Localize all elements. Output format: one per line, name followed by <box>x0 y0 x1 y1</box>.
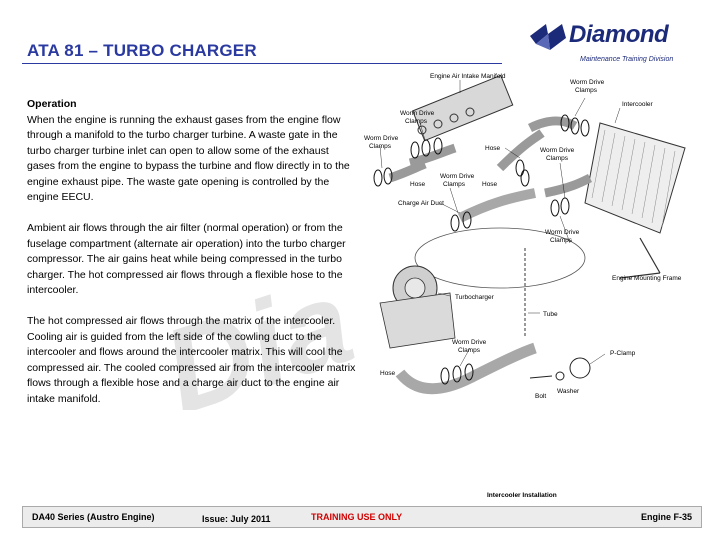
paragraph-ambient-air: Ambient air flows through the air filter… <box>27 222 346 296</box>
label-bolt: Bolt <box>535 393 546 400</box>
paragraph-exhaust: When the engine is running the exhaust g… <box>27 113 350 204</box>
paragraph-intercooler: The hot compressed air flows through the… <box>27 315 356 405</box>
label-washer: Washer <box>557 388 580 395</box>
footer-page-number: Engine F-35 <box>640 512 692 522</box>
label-worm-lower-right-1: Worm Drive <box>545 229 580 236</box>
label-worm-lower-right-2: Clamps <box>550 237 573 244</box>
worm-drive-clamps <box>373 114 590 385</box>
label-worm-upper-1: Worm Drive <box>400 110 435 117</box>
label-p-clamp: P-Clamp <box>610 350 636 357</box>
label-hose-3: Hose <box>482 181 498 188</box>
label-worm-top-right-1: Worm Drive <box>570 79 605 86</box>
label-turbocharger: Turbocharger <box>455 294 495 301</box>
turbocharger <box>379 265 456 349</box>
footer-aircraft-series: DA40 Series (Austro Engine) <box>32 512 155 522</box>
page-title: ATA 81 – TURBO CHARGER <box>27 41 257 60</box>
hoses <box>388 116 593 395</box>
logo-subtitle: Maintenance Training Division <box>580 56 674 63</box>
label-worm-bottom-1: Worm Drive <box>452 339 487 346</box>
diamond-logo: Diamond Maintenance Training Division <box>524 18 704 68</box>
footer-training-notice: TRAINING USE ONLY <box>311 512 403 522</box>
label-intake-manifold: Engine Air Intake Manifold <box>430 73 506 80</box>
operation-text: Operation When the engine is running the… <box>27 97 357 423</box>
label-worm-upper-2: Clamps <box>405 118 428 125</box>
label-worm-center-2: Clamps <box>443 181 466 188</box>
label-worm-left-1: Worm Drive <box>364 135 399 142</box>
label-hose-4: Hose <box>380 370 396 377</box>
label-worm-center-1: Worm Drive <box>440 173 475 180</box>
title-divider <box>22 63 502 64</box>
watermark: Dia <box>148 254 367 410</box>
charge-air-duct-outline <box>414 227 586 289</box>
p-clamp-assembly <box>529 357 591 381</box>
label-engine-mounting-frame: Engine Mounting Frame <box>612 275 682 282</box>
footer-bar: DA40 Series (Austro Engine) Issue: July … <box>22 506 702 528</box>
intake-manifold <box>412 74 514 142</box>
engine-mounting-frame <box>619 237 661 279</box>
label-hose-2: Hose <box>410 181 426 188</box>
logo-text: Diamond <box>569 21 669 48</box>
operation-heading: Operation <box>27 98 77 110</box>
leader-lines <box>379 80 621 367</box>
label-worm-mid-right-1: Worm Drive <box>540 147 575 154</box>
figure-caption: Intercooler Installation <box>487 492 557 499</box>
intercooler-installation-diagram: Engine Air Intake Manifold Worm Drive Cl… <box>364 73 686 400</box>
label-worm-mid-right-2: Clamps <box>546 155 569 162</box>
diamond-logo-icon <box>530 24 566 50</box>
label-intercooler: Intercooler <box>622 101 654 108</box>
label-charge-air-duct: Charge Air Duct <box>398 200 444 207</box>
intercooler <box>584 122 686 234</box>
label-worm-top-right-2: Clamps <box>575 87 598 94</box>
label-worm-bottom-2: Clamps <box>458 347 481 354</box>
label-worm-left-2: Clamps <box>369 143 392 150</box>
label-tube: Tube <box>543 311 558 318</box>
label-hose-1: Hose <box>485 145 501 152</box>
footer-issue-date: Issue: July 2011 <box>202 514 271 524</box>
